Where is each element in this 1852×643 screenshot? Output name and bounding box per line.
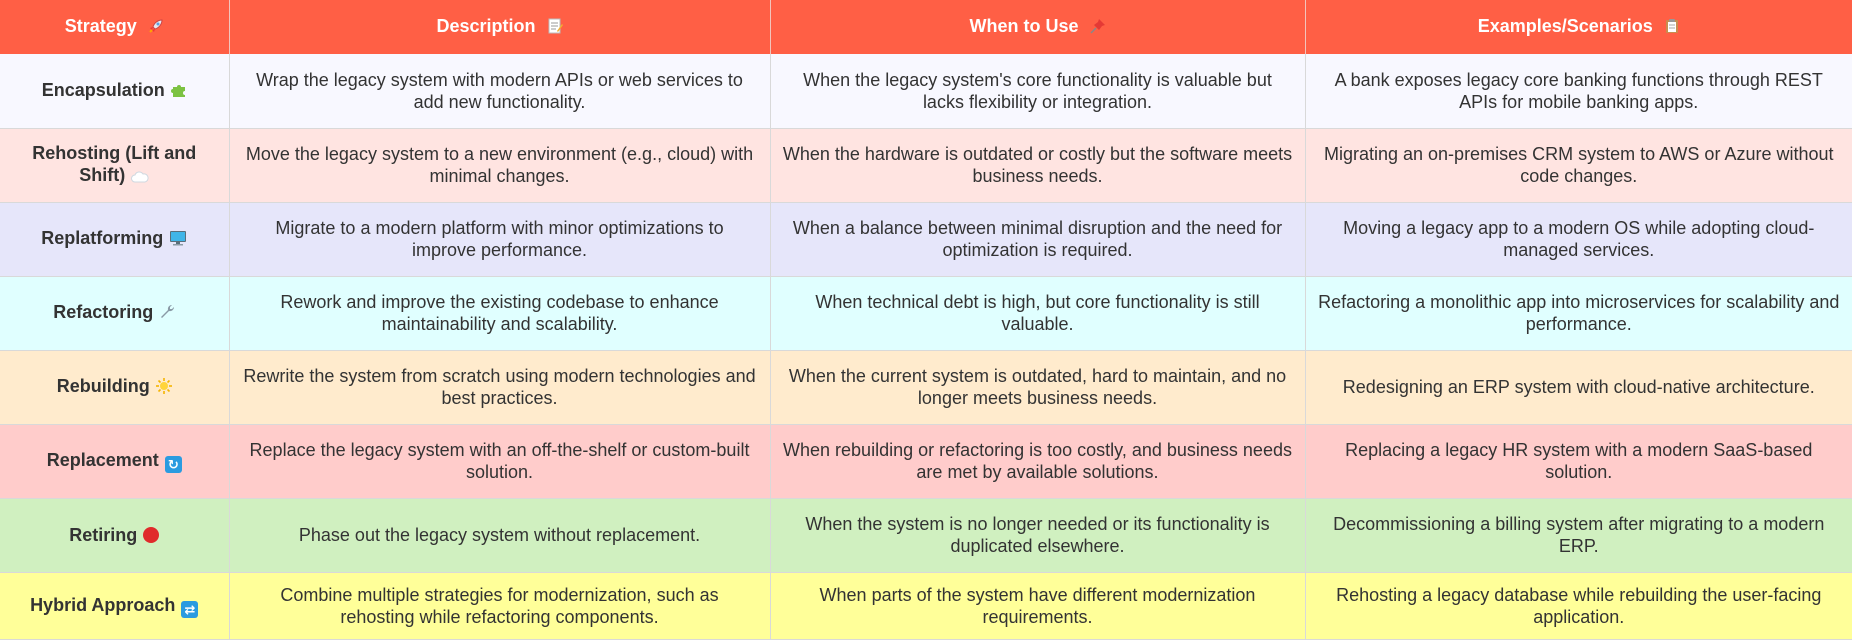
when-cell: When rebuilding or refactoring is too co… <box>770 424 1306 499</box>
header-strategy-label: Strategy <box>64 15 137 36</box>
rocket-icon <box>148 18 164 39</box>
header-when: When to Use <box>770 0 1306 54</box>
when-cell: When the current system is outdated, har… <box>770 350 1306 425</box>
table-row: Encapsulation Wrap the legacy system wit… <box>0 54 1852 129</box>
pushpin-icon <box>1089 18 1106 39</box>
table-row: Rehosting (Lift and Shift) Move the lega… <box>0 128 1852 203</box>
table-row: Replatforming Migrate to a modern platfo… <box>0 202 1852 277</box>
strategy-cell: Refactoring <box>0 276 230 351</box>
sun-icon <box>155 377 172 399</box>
description-cell: Replace the legacy system with an off-th… <box>229 424 771 499</box>
strategy-cell: Replacement ↻ <box>0 424 230 499</box>
description-cell: Combine multiple strategies for moderniz… <box>229 572 771 640</box>
example-cell: Redesigning an ERP system with cloud-nat… <box>1305 350 1852 425</box>
table-row: Replacement ↻ Replace the legacy system w… <box>0 424 1852 499</box>
wrench-icon <box>159 303 175 325</box>
table-row: Refactoring Rework and improve the exist… <box>0 276 1852 351</box>
red-circle-icon <box>143 527 160 543</box>
description-cell: Rewrite the system from scratch using mo… <box>229 350 771 425</box>
header-examples-label: Examples/Scenarios <box>1477 15 1653 36</box>
strategy-label: Rebuilding <box>56 376 150 396</box>
strategy-label: Replacement <box>46 450 159 470</box>
table-row: Retiring Phase out the legacy system wit… <box>0 498 1852 573</box>
when-cell: When the hardware is outdated or costly … <box>770 128 1306 203</box>
header-examples: Examples/Scenarios <box>1305 0 1852 54</box>
example-cell: Migrating an on-premises CRM system to A… <box>1305 128 1852 203</box>
when-cell: When technical debt is high, but core fu… <box>770 276 1306 351</box>
description-cell: Rework and improve the existing codebase… <box>229 276 771 351</box>
when-cell: When parts of the system have different … <box>770 572 1306 640</box>
example-cell: A bank exposes legacy core banking funct… <box>1305 54 1852 129</box>
cloud-icon <box>131 166 149 188</box>
header-when-label: When to Use <box>969 15 1079 36</box>
strategy-cell: Rebuilding <box>0 350 230 425</box>
strategy-label: Rehosting (Lift and Shift) <box>32 143 197 185</box>
description-cell: Phase out the legacy system without repl… <box>229 498 771 573</box>
strategy-cell: Rehosting (Lift and Shift) <box>0 128 230 203</box>
puzzle-icon <box>170 81 187 103</box>
when-cell: When the system is no longer needed or i… <box>770 498 1306 573</box>
header-description: Description <box>229 0 771 54</box>
strategy-cell: Retiring <box>0 498 230 573</box>
desktop-icon <box>169 229 187 251</box>
strategy-label: Refactoring <box>53 302 154 322</box>
strategy-label: Encapsulation <box>41 79 165 100</box>
example-cell: Decommissioning a billing system after m… <box>1305 498 1852 573</box>
description-cell: Move the legacy system to a new environm… <box>229 128 771 203</box>
when-cell: When the legacy system's core functional… <box>770 54 1306 129</box>
table-row: Rebuilding Rewrite the system from scrat… <box>0 350 1852 425</box>
strategy-cell: Replatforming <box>0 202 230 277</box>
strategy-label: Retiring <box>69 525 138 545</box>
shuffle-icon: ⇄ <box>181 600 199 618</box>
strategy-cell: Encapsulation <box>0 54 230 129</box>
strategy-label: Hybrid Approach <box>30 594 176 615</box>
strategy-label: Replatforming <box>41 228 164 248</box>
strategy-cell: Hybrid Approach ⇄ <box>0 572 230 640</box>
example-cell: Refactoring a monolithic app into micros… <box>1305 276 1852 351</box>
memo-icon <box>547 18 563 39</box>
header-strategy: Strategy <box>0 0 230 54</box>
table-row: Hybrid Approach ⇄ Combine multiple strate… <box>0 572 1852 640</box>
example-cell: Replacing a legacy HR system with a mode… <box>1305 424 1852 499</box>
description-cell: Migrate to a modern platform with minor … <box>229 202 771 277</box>
header-description-label: Description <box>436 15 536 36</box>
when-cell: When a balance between minimal disruptio… <box>770 202 1306 277</box>
refresh-icon: ↻ <box>164 456 182 473</box>
example-cell: Moving a legacy app to a modern OS while… <box>1305 202 1852 277</box>
header-row: Strategy Description When to Use Example… <box>0 0 1852 54</box>
clipboard-icon <box>1664 18 1680 39</box>
description-cell: Wrap the legacy system with modern APIs … <box>229 54 771 129</box>
example-cell: Rehosting a legacy database while rebuil… <box>1305 572 1852 640</box>
